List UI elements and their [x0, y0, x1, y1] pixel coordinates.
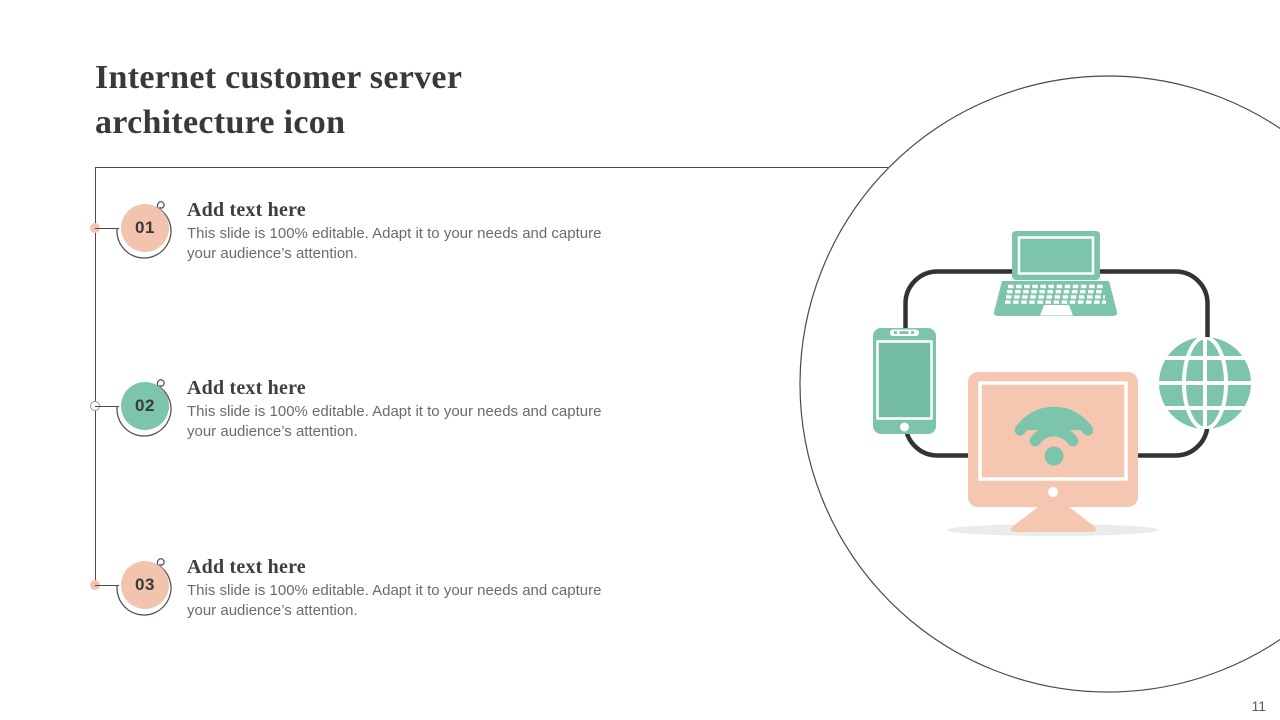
tablet-icon — [873, 328, 936, 434]
step-heading: Add text here — [187, 199, 306, 221]
step-heading: Add text here — [187, 377, 306, 399]
step-description: This slide is 100% editable. Adapt it to… — [187, 582, 602, 619]
step-item: 02 Add text here This slide is 100% edit… — [0, 374, 700, 446]
network-illustration — [799, 75, 1280, 693]
step-description: This slide is 100% editable. Adapt it to… — [187, 225, 602, 262]
step-number-badge: 01 — [121, 204, 169, 252]
connector-line — [95, 405, 119, 407]
swirl-arc-icon — [116, 379, 172, 437]
monitor-icon — [968, 372, 1138, 532]
swirl-arc-icon — [116, 201, 172, 259]
laptop-icon — [993, 231, 1118, 316]
page-number: 11 — [1251, 698, 1266, 714]
left-border-line — [95, 167, 96, 585]
step-description: This slide is 100% editable. Adapt it to… — [187, 403, 602, 440]
globe-icon — [1159, 337, 1251, 429]
step-number-badge: 03 — [121, 561, 169, 609]
step-heading: Add text here — [187, 556, 306, 578]
page-title: Internet customer server architecture ic… — [95, 59, 463, 141]
connector-line — [95, 227, 119, 229]
wifi-icon — [1014, 406, 1094, 466]
step-item: 03 Add text here This slide is 100% edit… — [0, 553, 700, 625]
swirl-arc-icon — [116, 558, 172, 616]
step-item: 01 Add text here This slide is 100% edit… — [0, 196, 700, 268]
connector-line — [95, 584, 119, 586]
step-number-badge: 02 — [121, 382, 169, 430]
top-border-line — [95, 167, 888, 168]
